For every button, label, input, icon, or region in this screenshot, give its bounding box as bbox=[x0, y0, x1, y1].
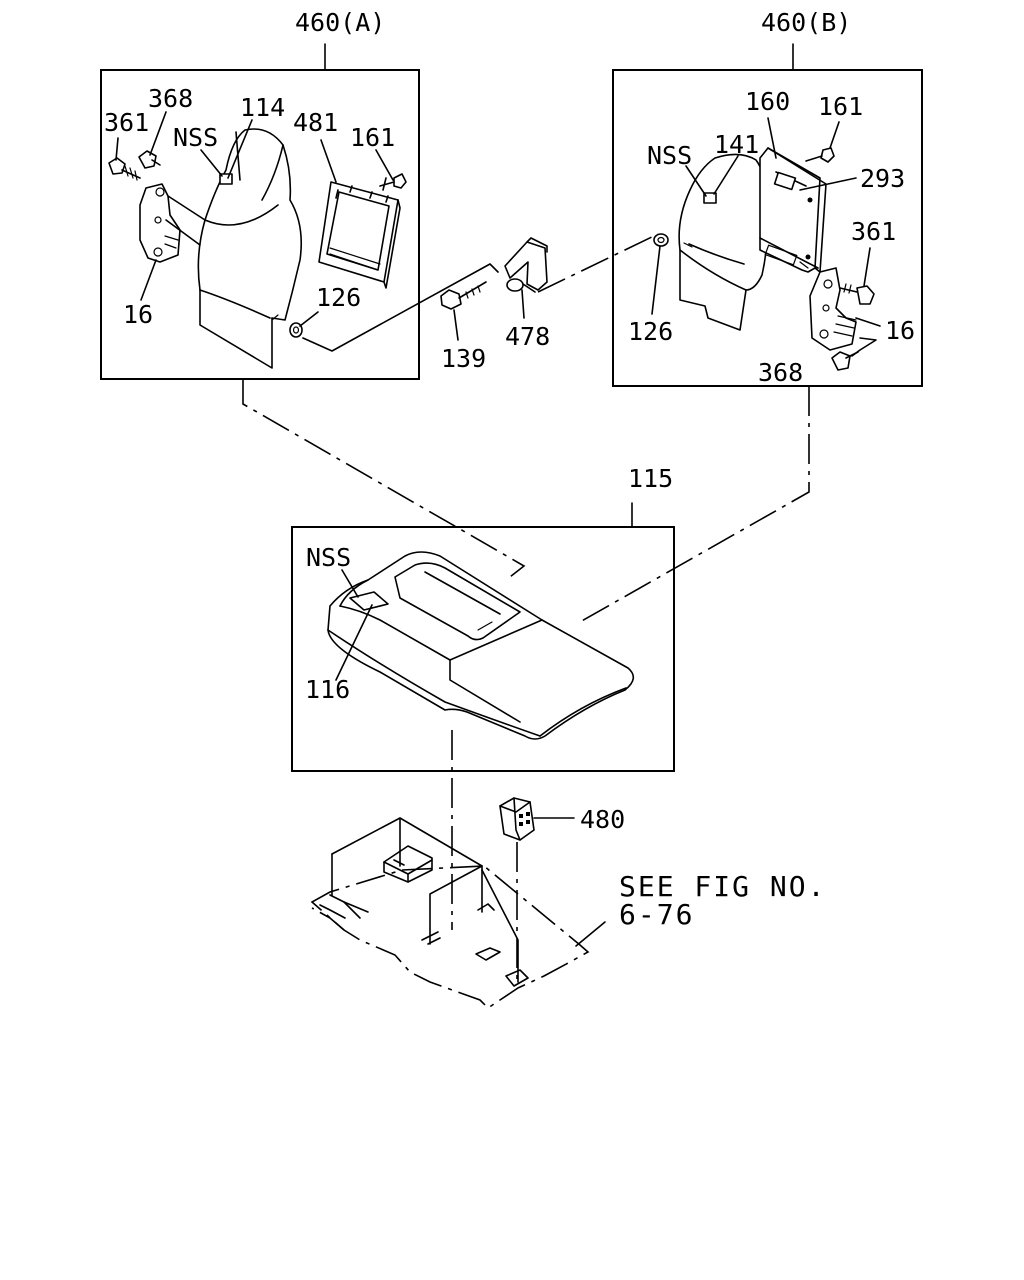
screw-161-a bbox=[379, 173, 407, 191]
bracket-16-b bbox=[759, 237, 857, 351]
label-368-a: 368 bbox=[148, 84, 193, 113]
label-126-b: 126 bbox=[628, 317, 673, 346]
label-115: 115 bbox=[628, 464, 673, 493]
label-361-a: 361 bbox=[104, 108, 149, 137]
nss-tag-b bbox=[703, 192, 717, 204]
bolt-361-b bbox=[839, 283, 875, 305]
nss-tag-a bbox=[219, 173, 233, 185]
back-panel-160 bbox=[759, 147, 827, 273]
see-fig-line1: SEE FIG NO. bbox=[619, 870, 826, 903]
see-fig-note: SEE FIG NO. 6-76 bbox=[575, 870, 826, 947]
bolt-139 bbox=[440, 281, 487, 310]
nss-tag-c bbox=[349, 591, 389, 611]
connector-b-to-cushion bbox=[579, 386, 810, 623]
hinge-group: 139 478 bbox=[302, 233, 659, 373]
label-481: 481 bbox=[293, 108, 338, 137]
label-126-a: 126 bbox=[316, 283, 361, 312]
seat-cushion-115 bbox=[327, 551, 635, 740]
bolt-361-a bbox=[108, 157, 141, 181]
label-368-b: 368 bbox=[758, 358, 803, 387]
bolt-368-a bbox=[138, 150, 161, 169]
screw-161-b bbox=[805, 147, 835, 163]
label-nss-a: NSS bbox=[173, 123, 218, 152]
clip-480: 480 bbox=[499, 797, 625, 841]
cushion-box bbox=[291, 526, 675, 772]
grommet-126-a bbox=[289, 322, 303, 338]
see-fig-line2: 6-76 bbox=[619, 898, 694, 931]
assembly-a-group: 460(A) bbox=[100, 8, 420, 380]
label-460b: 460(B) bbox=[761, 8, 851, 37]
label-139: 139 bbox=[441, 344, 486, 373]
label-16-b: 16 bbox=[885, 316, 915, 345]
assembly-b-group: 460(B) bbox=[612, 8, 923, 387]
assembly-a-box bbox=[100, 69, 420, 380]
label-161-b: 161 bbox=[818, 92, 863, 121]
grommet-126-b bbox=[653, 233, 669, 247]
label-141: 141 bbox=[714, 130, 759, 159]
label-nss-c: NSS bbox=[306, 543, 351, 572]
label-116: 116 bbox=[305, 675, 350, 704]
seat-base-floor bbox=[310, 817, 590, 1010]
assembly-b-box bbox=[612, 69, 923, 387]
label-161-a: 161 bbox=[350, 123, 395, 152]
label-361-b: 361 bbox=[851, 217, 896, 246]
label-nss-b: NSS bbox=[647, 141, 692, 170]
connector-a-to-cushion bbox=[242, 379, 526, 581]
label-460a: 460(A) bbox=[295, 8, 385, 37]
monitor-481 bbox=[318, 181, 401, 289]
label-160: 160 bbox=[745, 87, 790, 116]
hinge-478 bbox=[504, 237, 548, 293]
label-16-a: 16 bbox=[123, 300, 153, 329]
label-114: 114 bbox=[240, 93, 285, 122]
label-480: 480 bbox=[580, 805, 625, 834]
bracket-16-a bbox=[139, 183, 206, 263]
label-293: 293 bbox=[860, 164, 905, 193]
cushion-group: 115 NSS 116 bbox=[291, 464, 675, 772]
label-478: 478 bbox=[505, 322, 550, 351]
seat-back-a bbox=[197, 128, 303, 369]
